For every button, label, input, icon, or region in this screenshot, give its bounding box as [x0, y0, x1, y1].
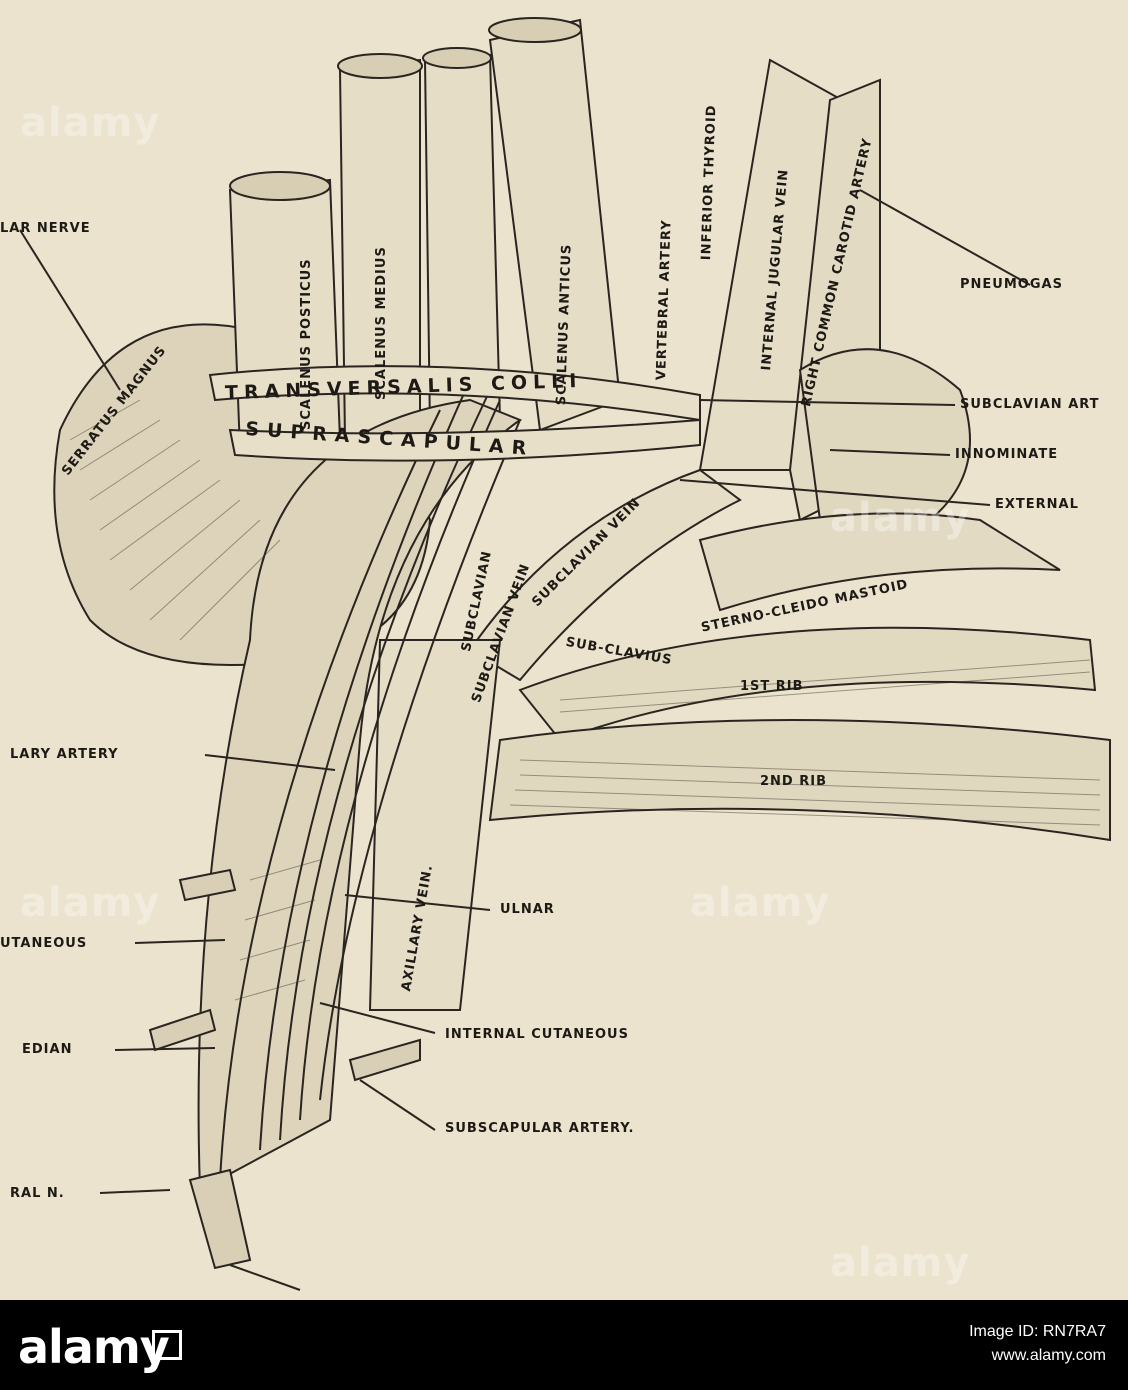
label-subclavian-art: SUBCLAVIAN ART	[960, 397, 1100, 412]
leader-external	[679, 479, 991, 506]
label-second-rib: 2ND RIB	[760, 774, 827, 789]
scalenus-posticus-shape	[228, 178, 342, 452]
subclavian-vein-shape	[468, 468, 742, 682]
leader-utaneous	[134, 939, 226, 944]
leader-edian	[114, 1047, 216, 1051]
anatomical-illustration: alamy alamy alamy alamy alamy LAR NERVE …	[0, 17, 1111, 1291]
first-rib-shape	[518, 626, 1097, 742]
site-url[interactable]: www.alamy.com	[991, 1347, 1106, 1364]
label-internal-cutaneous: INTERNAL CUTANEOUS	[445, 1027, 629, 1042]
alamy-logo: alamy	[18, 1320, 170, 1374]
label-first-rib: 1ST RIB	[740, 679, 804, 694]
leader-lary-artery	[204, 754, 336, 771]
innominate-shape	[798, 348, 971, 521]
leader-profunda	[229, 1264, 301, 1291]
leader-subclavian-art	[699, 399, 956, 406]
watermark: alamy	[830, 1240, 971, 1286]
label-scalenus-posticus: SCALENUS POSTICUS	[299, 258, 314, 430]
watermark: alamy	[20, 100, 161, 146]
footer-bar: alamy Image ID: RN7RA7 www.alamy.com	[0, 1300, 1128, 1390]
label-utaneous: UTANEOUS	[0, 936, 88, 951]
label-innominate: INNOMINATE	[955, 447, 1059, 462]
leader-innominate	[829, 449, 951, 456]
illustration-drawing	[19, 17, 1111, 1291]
leader-internal-cutaneous	[319, 1002, 436, 1034]
watermark: alamy	[830, 495, 971, 541]
image-id: Image ID: RN7RA7	[969, 1323, 1106, 1340]
leader-ral-n	[99, 1189, 171, 1194]
label-external: EXTERNAL	[995, 497, 1079, 512]
leader-pneumogas	[859, 189, 1031, 286]
label-ral-n: RAL N.	[10, 1186, 65, 1201]
second-rib-shape	[488, 719, 1111, 842]
leader-lar-nerve	[19, 229, 121, 391]
label-ulnar: ULNAR	[500, 902, 555, 917]
sternomastoid-shape	[698, 512, 1061, 612]
label-edian: EDIAN	[22, 1042, 73, 1057]
leader-ulnar	[344, 894, 491, 911]
footer-info: Image ID: RN7RA7 www.alamy.com	[969, 1320, 1106, 1368]
logo-square-icon	[152, 1330, 182, 1360]
label-pneumogas: PNEUMOGAS	[960, 277, 1063, 292]
label-lar-nerve: LAR NERVE	[0, 221, 91, 236]
label-subscapular-artery: SUBSCAPULAR ARTERY.	[445, 1121, 635, 1136]
watermark: alamy	[690, 880, 831, 926]
watermark: alamy	[20, 880, 161, 926]
leader-subscapular	[359, 1079, 436, 1131]
label-lary-artery: LARY ARTERY	[10, 747, 119, 762]
